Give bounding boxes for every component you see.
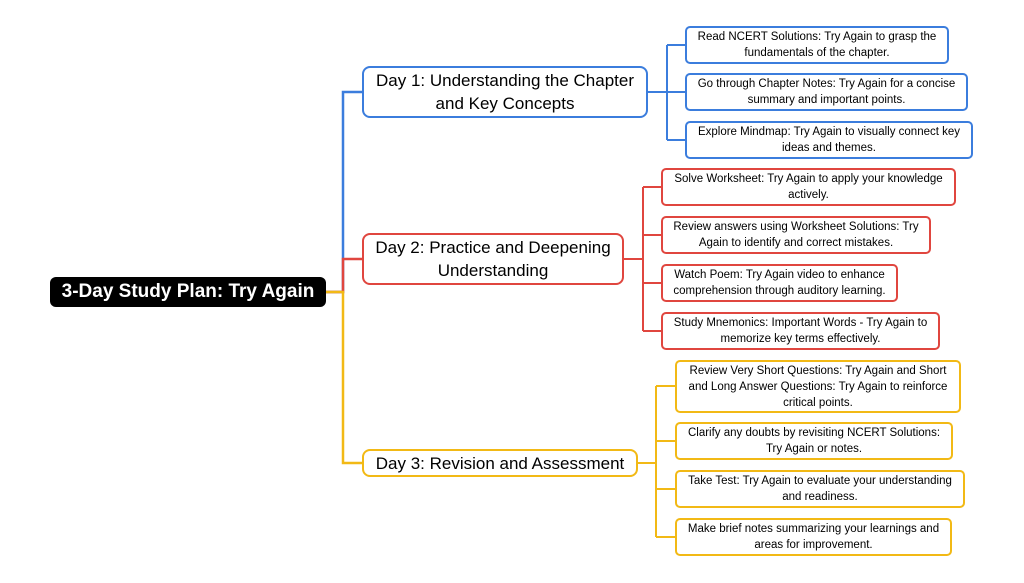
day1-node: Day 1: Understanding the Chapter and Key…: [362, 66, 648, 118]
day1-task-2: Go through Chapter Notes: Try Again for …: [685, 73, 968, 111]
day2-task-branches: [624, 186, 661, 332]
day3-task-3: Take Test: Try Again to evaluate your un…: [675, 470, 965, 508]
root-branches: [326, 90, 362, 465]
day1-task-1: Read NCERT Solutions: Try Again to grasp…: [685, 26, 949, 64]
day2-task-4: Study Mnemonics: Important Words - Try A…: [661, 312, 940, 350]
day3-task-4: Make brief notes summarizing your learni…: [675, 518, 952, 556]
day2-task-1: Solve Worksheet: Try Again to apply your…: [661, 168, 956, 206]
day3-task-2: Clarify any doubts by revisiting NCERT S…: [675, 422, 953, 460]
day2-task-3: Watch Poem: Try Again video to enhance c…: [661, 264, 898, 302]
day2-task-2: Review answers using Worksheet Solutions…: [661, 216, 931, 254]
day2-node: Day 2: Practice and Deepening Understand…: [362, 233, 624, 285]
day3-node: Day 3: Revision and Assessment: [362, 449, 638, 477]
day1-task-3: Explore Mindmap: Try Again to visually c…: [685, 121, 973, 159]
mindmap-root-title: 3-Day Study Plan: Try Again: [50, 277, 326, 307]
branch-day3: [326, 290, 362, 465]
day1-task-branches: [648, 44, 685, 141]
branch-day2: [326, 257, 362, 294]
day3-task-1: Review Very Short Questions: Try Again a…: [675, 360, 961, 413]
day3-task-branches: [638, 385, 675, 538]
